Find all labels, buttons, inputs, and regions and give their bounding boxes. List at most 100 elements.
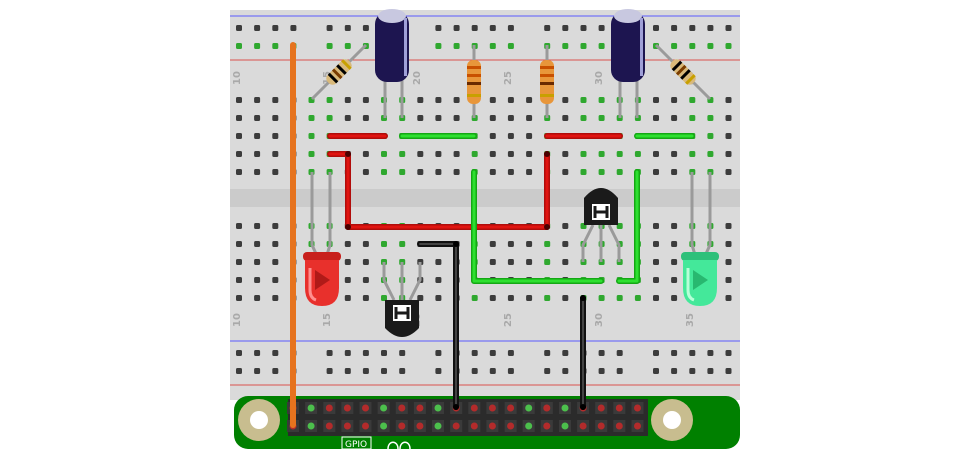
breadboard-hole (489, 169, 496, 175)
gpio-pin (398, 422, 406, 430)
breadboard-hole (671, 43, 678, 49)
breadboard-hole (580, 43, 587, 49)
breadboard-hole (598, 350, 605, 356)
breadboard-hole (526, 259, 533, 265)
breadboard-hole (616, 350, 623, 356)
breadboard-hole (381, 151, 387, 157)
breadboard-hole (362, 25, 369, 31)
breadboard-hole (707, 133, 714, 139)
breadboard-hole (308, 133, 315, 139)
gpio-pin (543, 422, 551, 430)
breadboard-hole (689, 151, 696, 157)
breadboard-hole (471, 25, 478, 31)
resistor-vertical-left (467, 45, 481, 118)
breadboard-hole (544, 259, 551, 265)
breadboard-hole (562, 97, 569, 103)
breadboard-hole (725, 223, 732, 229)
breadboard-hole (544, 241, 551, 247)
breadboard-hole (362, 115, 369, 121)
gpio-pin (307, 404, 315, 412)
breadboard-hole (236, 115, 242, 121)
breadboard-hole (435, 25, 442, 31)
breadboard-hole (344, 295, 351, 301)
transistor-right-legs (581, 224, 621, 262)
gpio-pin (307, 422, 315, 430)
column-label: 15 (322, 313, 333, 327)
breadboard-hole (562, 169, 569, 175)
breadboard-hole (580, 97, 587, 103)
breadboard-hole (254, 368, 261, 374)
breadboard-hole (489, 295, 496, 301)
breadboard-hole (707, 43, 714, 49)
breadboard-hole (671, 368, 678, 374)
breadboard-hole (598, 43, 605, 49)
breadboard-hole (272, 25, 279, 31)
gpio-pin (543, 404, 551, 412)
gpio-pin (470, 404, 478, 412)
breadboard-hole (507, 295, 514, 301)
breadboard-hole (471, 295, 478, 301)
gpio-pin (343, 404, 351, 412)
breadboard-hole (489, 241, 496, 247)
column-label: 30 (594, 71, 605, 85)
breadboard-hole (598, 151, 605, 157)
breadboard-hole (489, 25, 496, 31)
breadboard-hole (453, 169, 460, 175)
breadboard-hole (526, 97, 533, 103)
column-label: 10 (232, 71, 243, 85)
breadboard-hole (417, 97, 424, 103)
breadboard-hole (453, 115, 460, 121)
gpio-pin (615, 404, 623, 412)
breadboard-hole (362, 151, 369, 157)
pi-mount-hole-left-inner (250, 411, 268, 429)
breadboard-hole (725, 241, 732, 247)
breadboard-hole (254, 241, 261, 247)
breadboard-hole (507, 97, 514, 103)
breadboard-hole (489, 115, 496, 121)
breadboard-hole (671, 169, 678, 175)
transistor-right (584, 188, 618, 225)
breadboard-hole (344, 43, 351, 49)
breadboard-hole (725, 97, 732, 103)
breadboard-hole (308, 115, 315, 121)
breadboard-hole (236, 151, 242, 157)
gpio-pin (325, 422, 333, 430)
breadboard-hole (689, 25, 696, 31)
breadboard-hole (272, 169, 279, 175)
gpio-pin (380, 422, 388, 430)
breadboard-hole (725, 295, 732, 301)
breadboard-hole (344, 277, 351, 283)
breadboard-hole (507, 133, 514, 139)
breadboard-hole (272, 115, 279, 121)
capacitor-left (375, 9, 409, 82)
breadboard-hole (344, 115, 351, 121)
gpio-pin (615, 422, 623, 430)
breadboard-hole (417, 295, 424, 301)
breadboard-hole (689, 115, 696, 121)
breadboard-hole (471, 151, 478, 157)
breadboard-hole (544, 295, 551, 301)
breadboard-hole (236, 350, 242, 356)
breadboard-hole (453, 25, 460, 31)
breadboard-hole (653, 223, 659, 229)
gpio-pin (398, 404, 406, 412)
breadboard-hole (435, 151, 442, 157)
breadboard-hole (526, 133, 533, 139)
resistor-diagonal-right (654, 43, 712, 101)
breadboard-hole (562, 223, 569, 229)
resistor-vertical-right (540, 45, 554, 118)
gpio-pin (434, 422, 442, 430)
breadboard-hole (489, 133, 496, 139)
breadboard-hole (707, 115, 714, 121)
breadboard-hole (562, 25, 569, 31)
breadboard-hole (507, 368, 514, 374)
breadboard-hole (381, 350, 387, 356)
gpio-pin (362, 422, 369, 430)
breadboard-hole (653, 295, 659, 301)
breadboard-hole (562, 259, 569, 265)
led-green (681, 252, 719, 306)
breadboard-hole (507, 151, 514, 157)
gpio-pin (416, 404, 424, 412)
breadboard-hole (562, 295, 569, 301)
